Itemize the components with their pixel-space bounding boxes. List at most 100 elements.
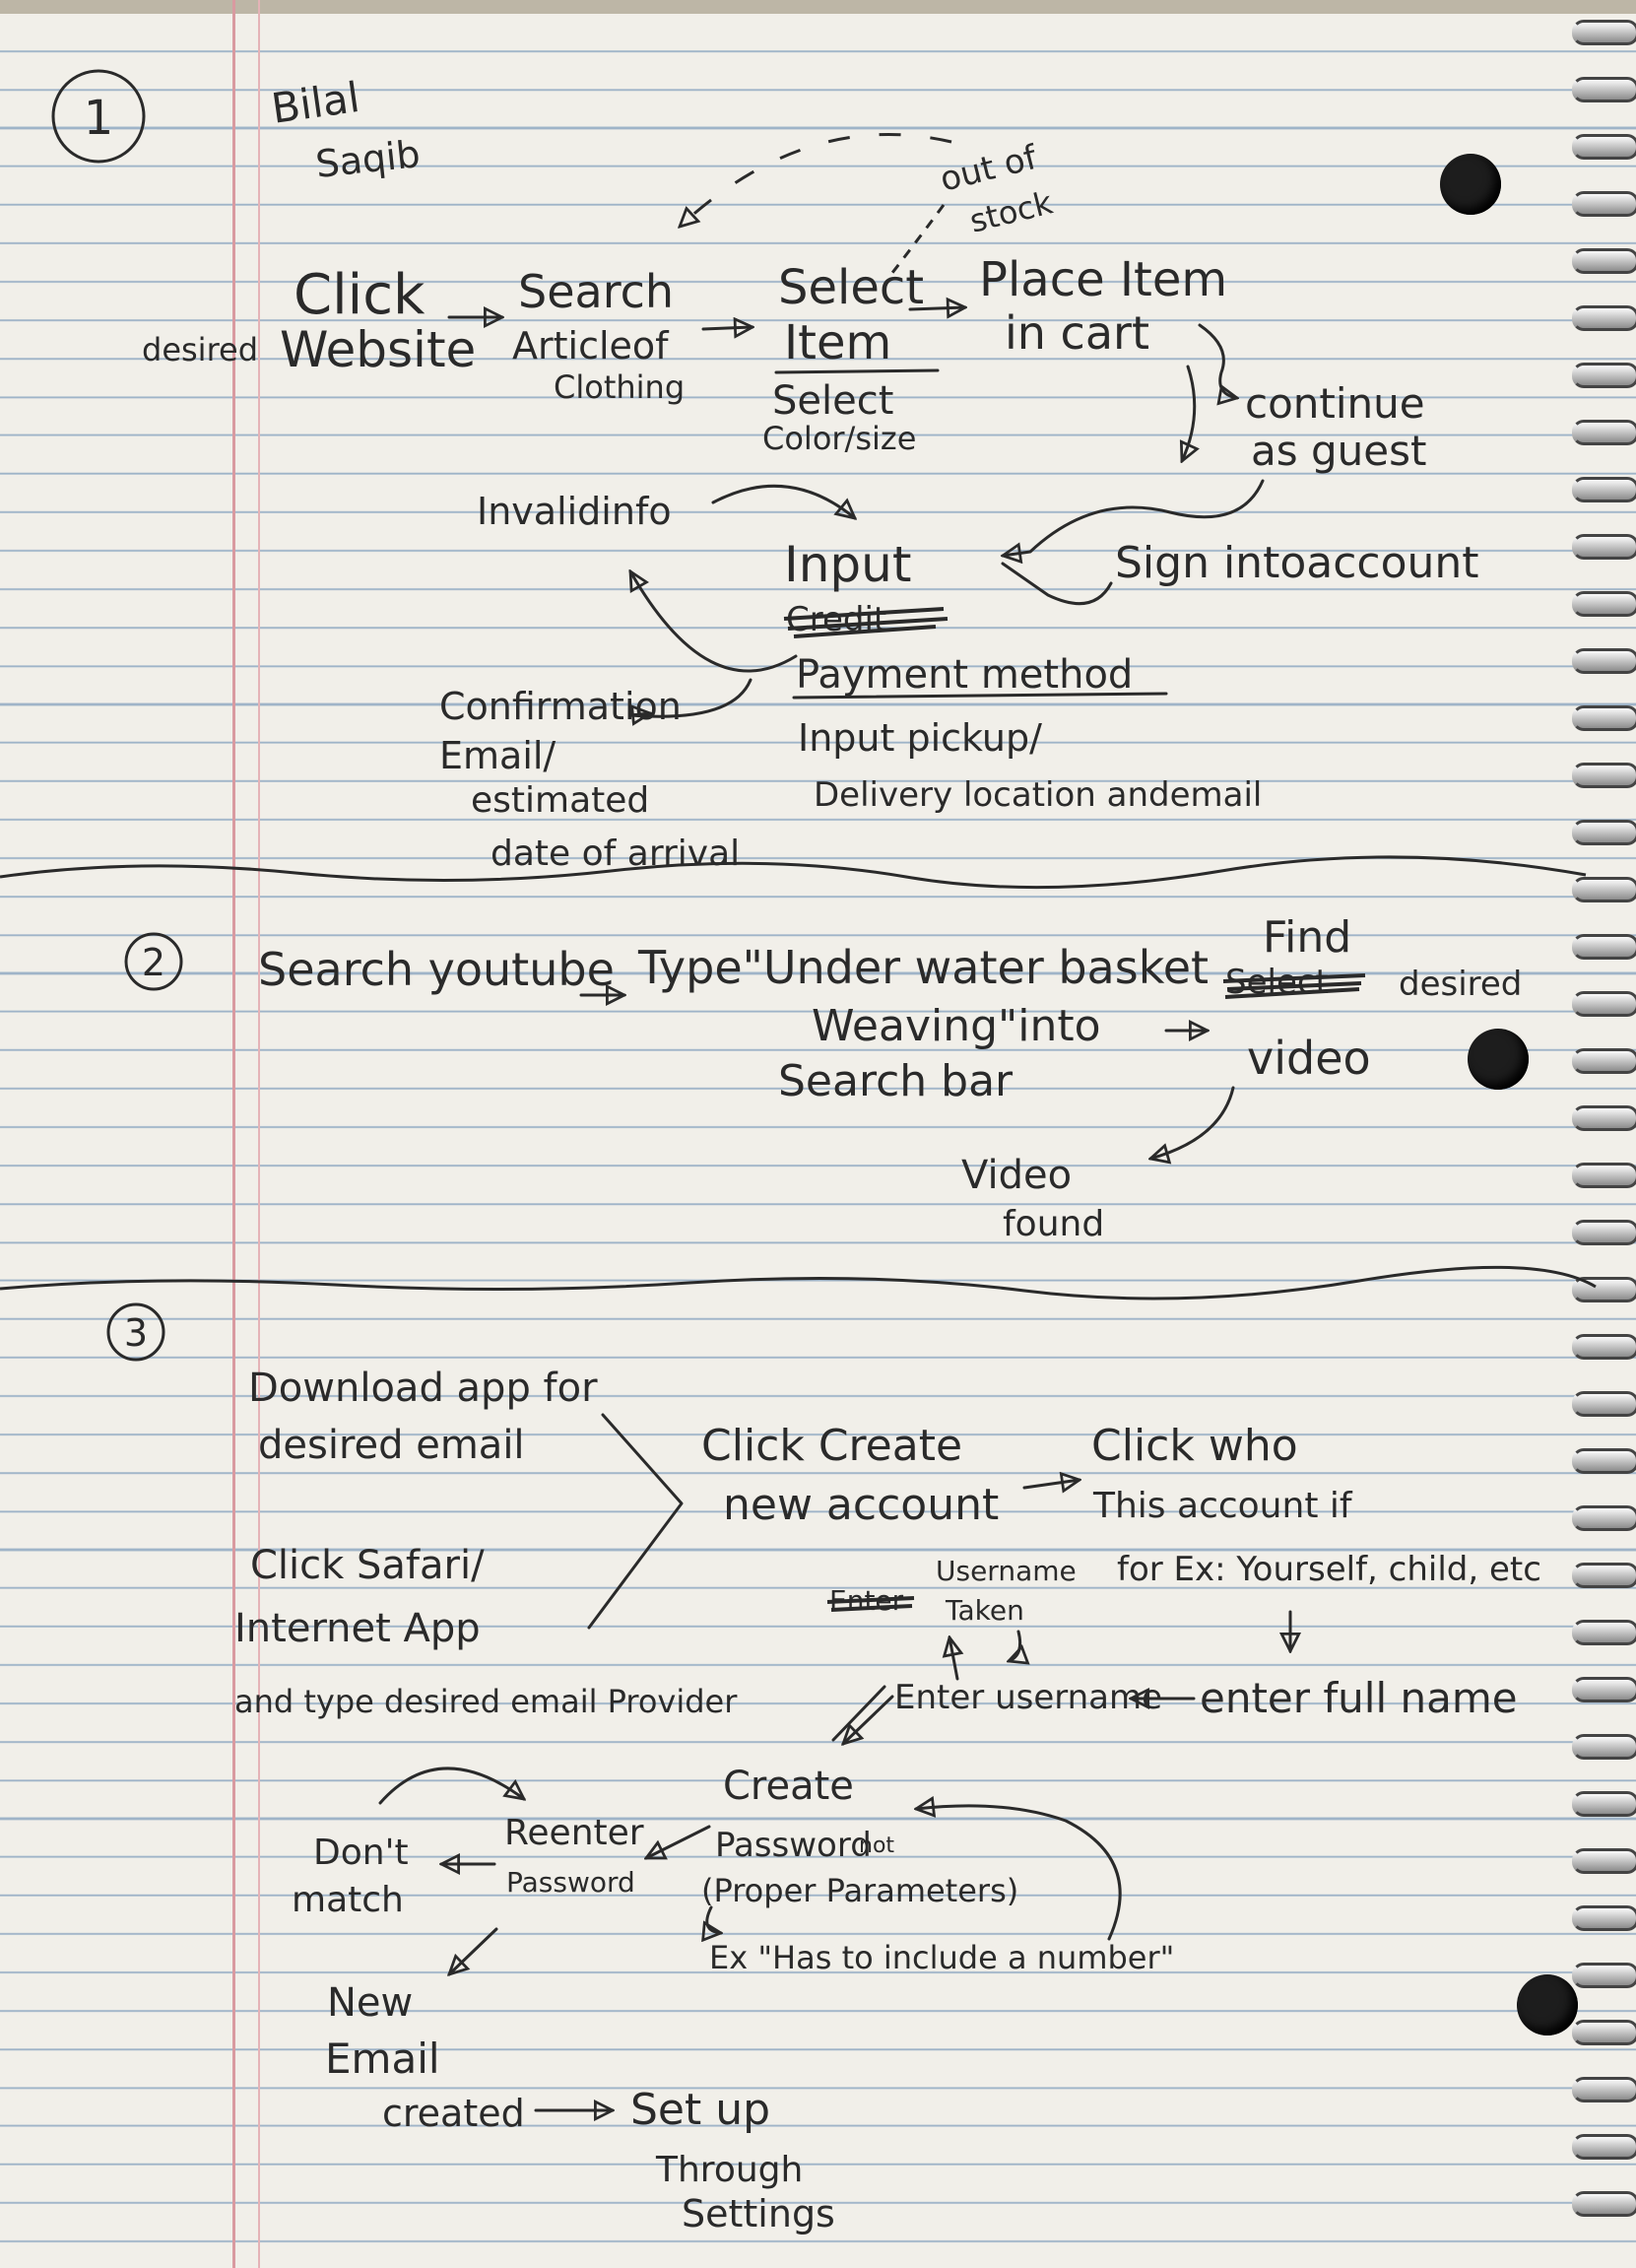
- download-app-line1: Download app for: [248, 1366, 598, 1411]
- search-label: Search: [518, 265, 674, 318]
- video-found-line2: found: [1003, 1204, 1104, 1244]
- dont-match-line2: match: [292, 1880, 404, 1920]
- arrow-payment-to-confirmation: [628, 678, 753, 716]
- spiral-coil: [1572, 991, 1636, 1017]
- input-label: Input: [784, 536, 911, 593]
- dashed-arrow-out-of-stock-to-search: [680, 132, 952, 227]
- enter-full-name-label: enter full name: [1200, 1674, 1518, 1722]
- email-label: Email/: [439, 734, 556, 777]
- punch-hole: [1440, 154, 1501, 215]
- select-color-label: Select: [772, 378, 893, 424]
- spiral-coil: [1572, 1620, 1636, 1645]
- spiral-coil: [1572, 477, 1636, 502]
- spiral-coil: [1572, 820, 1636, 845]
- spiral-coil: [1572, 591, 1636, 617]
- spiral-coil: [1572, 1391, 1636, 1417]
- spiral-coil: [1572, 305, 1636, 331]
- spiral-coil: [1572, 763, 1636, 788]
- spiral-coil: [1572, 1220, 1636, 1245]
- as-guest-label: as guest: [1251, 427, 1426, 475]
- delivery-location-label: Delivery location andemail: [814, 775, 1262, 815]
- spiral-coil: [1572, 1791, 1636, 1817]
- sign-into-account-label: Sign intoaccount: [1115, 538, 1479, 588]
- arrow-enter-username-to-taken: [949, 1637, 957, 1681]
- section-number-circle: [51, 69, 146, 164]
- select-label: Select: [778, 260, 924, 315]
- spiral-coil: [1572, 2191, 1636, 2217]
- input-pickup-label: Input pickup/: [798, 716, 1042, 760]
- create-account-line2: new account: [723, 1480, 999, 1530]
- spiral-coil: [1572, 1563, 1636, 1588]
- section-divider: [0, 1265, 1597, 1301]
- spiral-coil: [1572, 648, 1636, 674]
- proper-parameters-label: (Proper Parameters): [701, 1872, 1018, 1909]
- set-up-line2: Through: [655, 2150, 803, 2190]
- spiral-coil: [1572, 2134, 1636, 2160]
- click-safari-line3: and type desired email Provider: [234, 1683, 738, 1720]
- spiral-coil: [1572, 934, 1636, 960]
- spiral-coil: [1572, 1734, 1636, 1760]
- section-number: 3: [124, 1311, 148, 1355]
- strike-through-enter: [826, 1596, 915, 1612]
- download-app-line2: desired email: [258, 1423, 525, 1468]
- set-up-line3: Settings: [682, 2192, 835, 2235]
- estimated-label: estimated: [471, 780, 649, 821]
- arrow-reenter-to-new-email: [449, 1927, 498, 1974]
- username-label: Username: [936, 1555, 1077, 1587]
- arrow-payment-to-invalid: [630, 571, 798, 673]
- click-safari-line2: Internet App: [234, 1606, 481, 1651]
- spiral-coil: [1572, 1905, 1636, 1931]
- dotted-link-out-of-stock: [886, 204, 946, 279]
- who-account-line2: This account if: [1092, 1486, 1353, 1526]
- continue-label: continue: [1245, 379, 1425, 428]
- desired-label: desired: [1399, 965, 1522, 1004]
- margin-line-secondary: [258, 0, 260, 2268]
- place-item-label: Place Item: [979, 252, 1227, 307]
- spiral-coil: [1572, 534, 1636, 560]
- video-label: video: [1247, 1032, 1371, 1085]
- section-number: 1: [84, 91, 114, 146]
- type-query-line3: Search bar: [778, 1056, 1014, 1106]
- arrow-password-to-reenter: [646, 1825, 711, 1860]
- not-label: not: [859, 1834, 894, 1858]
- spiral-coil: [1572, 1848, 1636, 1874]
- reenter-password-line1: Reenter: [504, 1813, 644, 1853]
- section-1: 1 Bilal Saqib Click desired Website Sear…: [51, 69, 1479, 874]
- author-last-name: Saqib: [313, 132, 422, 186]
- spiral-coil: [1572, 1963, 1636, 1988]
- dont-match-line1: Don't: [313, 1833, 409, 1873]
- author-first-name: Bilal: [269, 73, 363, 133]
- new-email-line3: created: [382, 2092, 525, 2135]
- search-youtube-label: Search youtube: [258, 943, 615, 996]
- who-account-line3: for Ex: Yourself, child, etc: [1117, 1550, 1541, 1589]
- click-label: Click: [294, 263, 425, 327]
- example-rule-label: Ex "Has to include a number": [709, 1939, 1174, 1976]
- click-safari-line1: Click Safari/: [250, 1543, 485, 1588]
- spiral-coil: [1572, 20, 1636, 45]
- spiral-coil: [1572, 1163, 1636, 1188]
- spiral-coil: [1572, 877, 1636, 902]
- margin-line: [232, 0, 235, 2268]
- arrow-create-to-who: [1022, 1480, 1080, 1488]
- spiral-coil: [1572, 134, 1636, 160]
- spiral-coil: [1572, 1334, 1636, 1360]
- invalid-info-label: Invalidinfo: [477, 490, 672, 533]
- spiral-coil: [1572, 1677, 1636, 1702]
- set-up-line1: Set up: [630, 2085, 770, 2135]
- type-query-line1: Type"Under water basket: [637, 941, 1209, 994]
- spiral-coil: [1572, 2077, 1636, 2102]
- spiral-coil: [1572, 191, 1636, 217]
- strike-through-select: [1222, 973, 1366, 999]
- spiral-coil: [1572, 1505, 1636, 1531]
- page-top-edge: [0, 0, 1636, 14]
- website-label: Website: [280, 321, 476, 378]
- arrow-find-to-found: [1150, 1086, 1235, 1159]
- spiral-coil: [1572, 248, 1636, 274]
- type-query-line2: Weaving"into: [812, 1001, 1101, 1051]
- strike-through-credit: [783, 607, 949, 638]
- section-number-circle: [106, 1302, 165, 1362]
- arrow-guest-to-input: [1003, 479, 1265, 556]
- section-3: 3 Download app for desired email Click S…: [106, 1302, 1541, 2235]
- new-email-line1: New: [327, 1980, 413, 2026]
